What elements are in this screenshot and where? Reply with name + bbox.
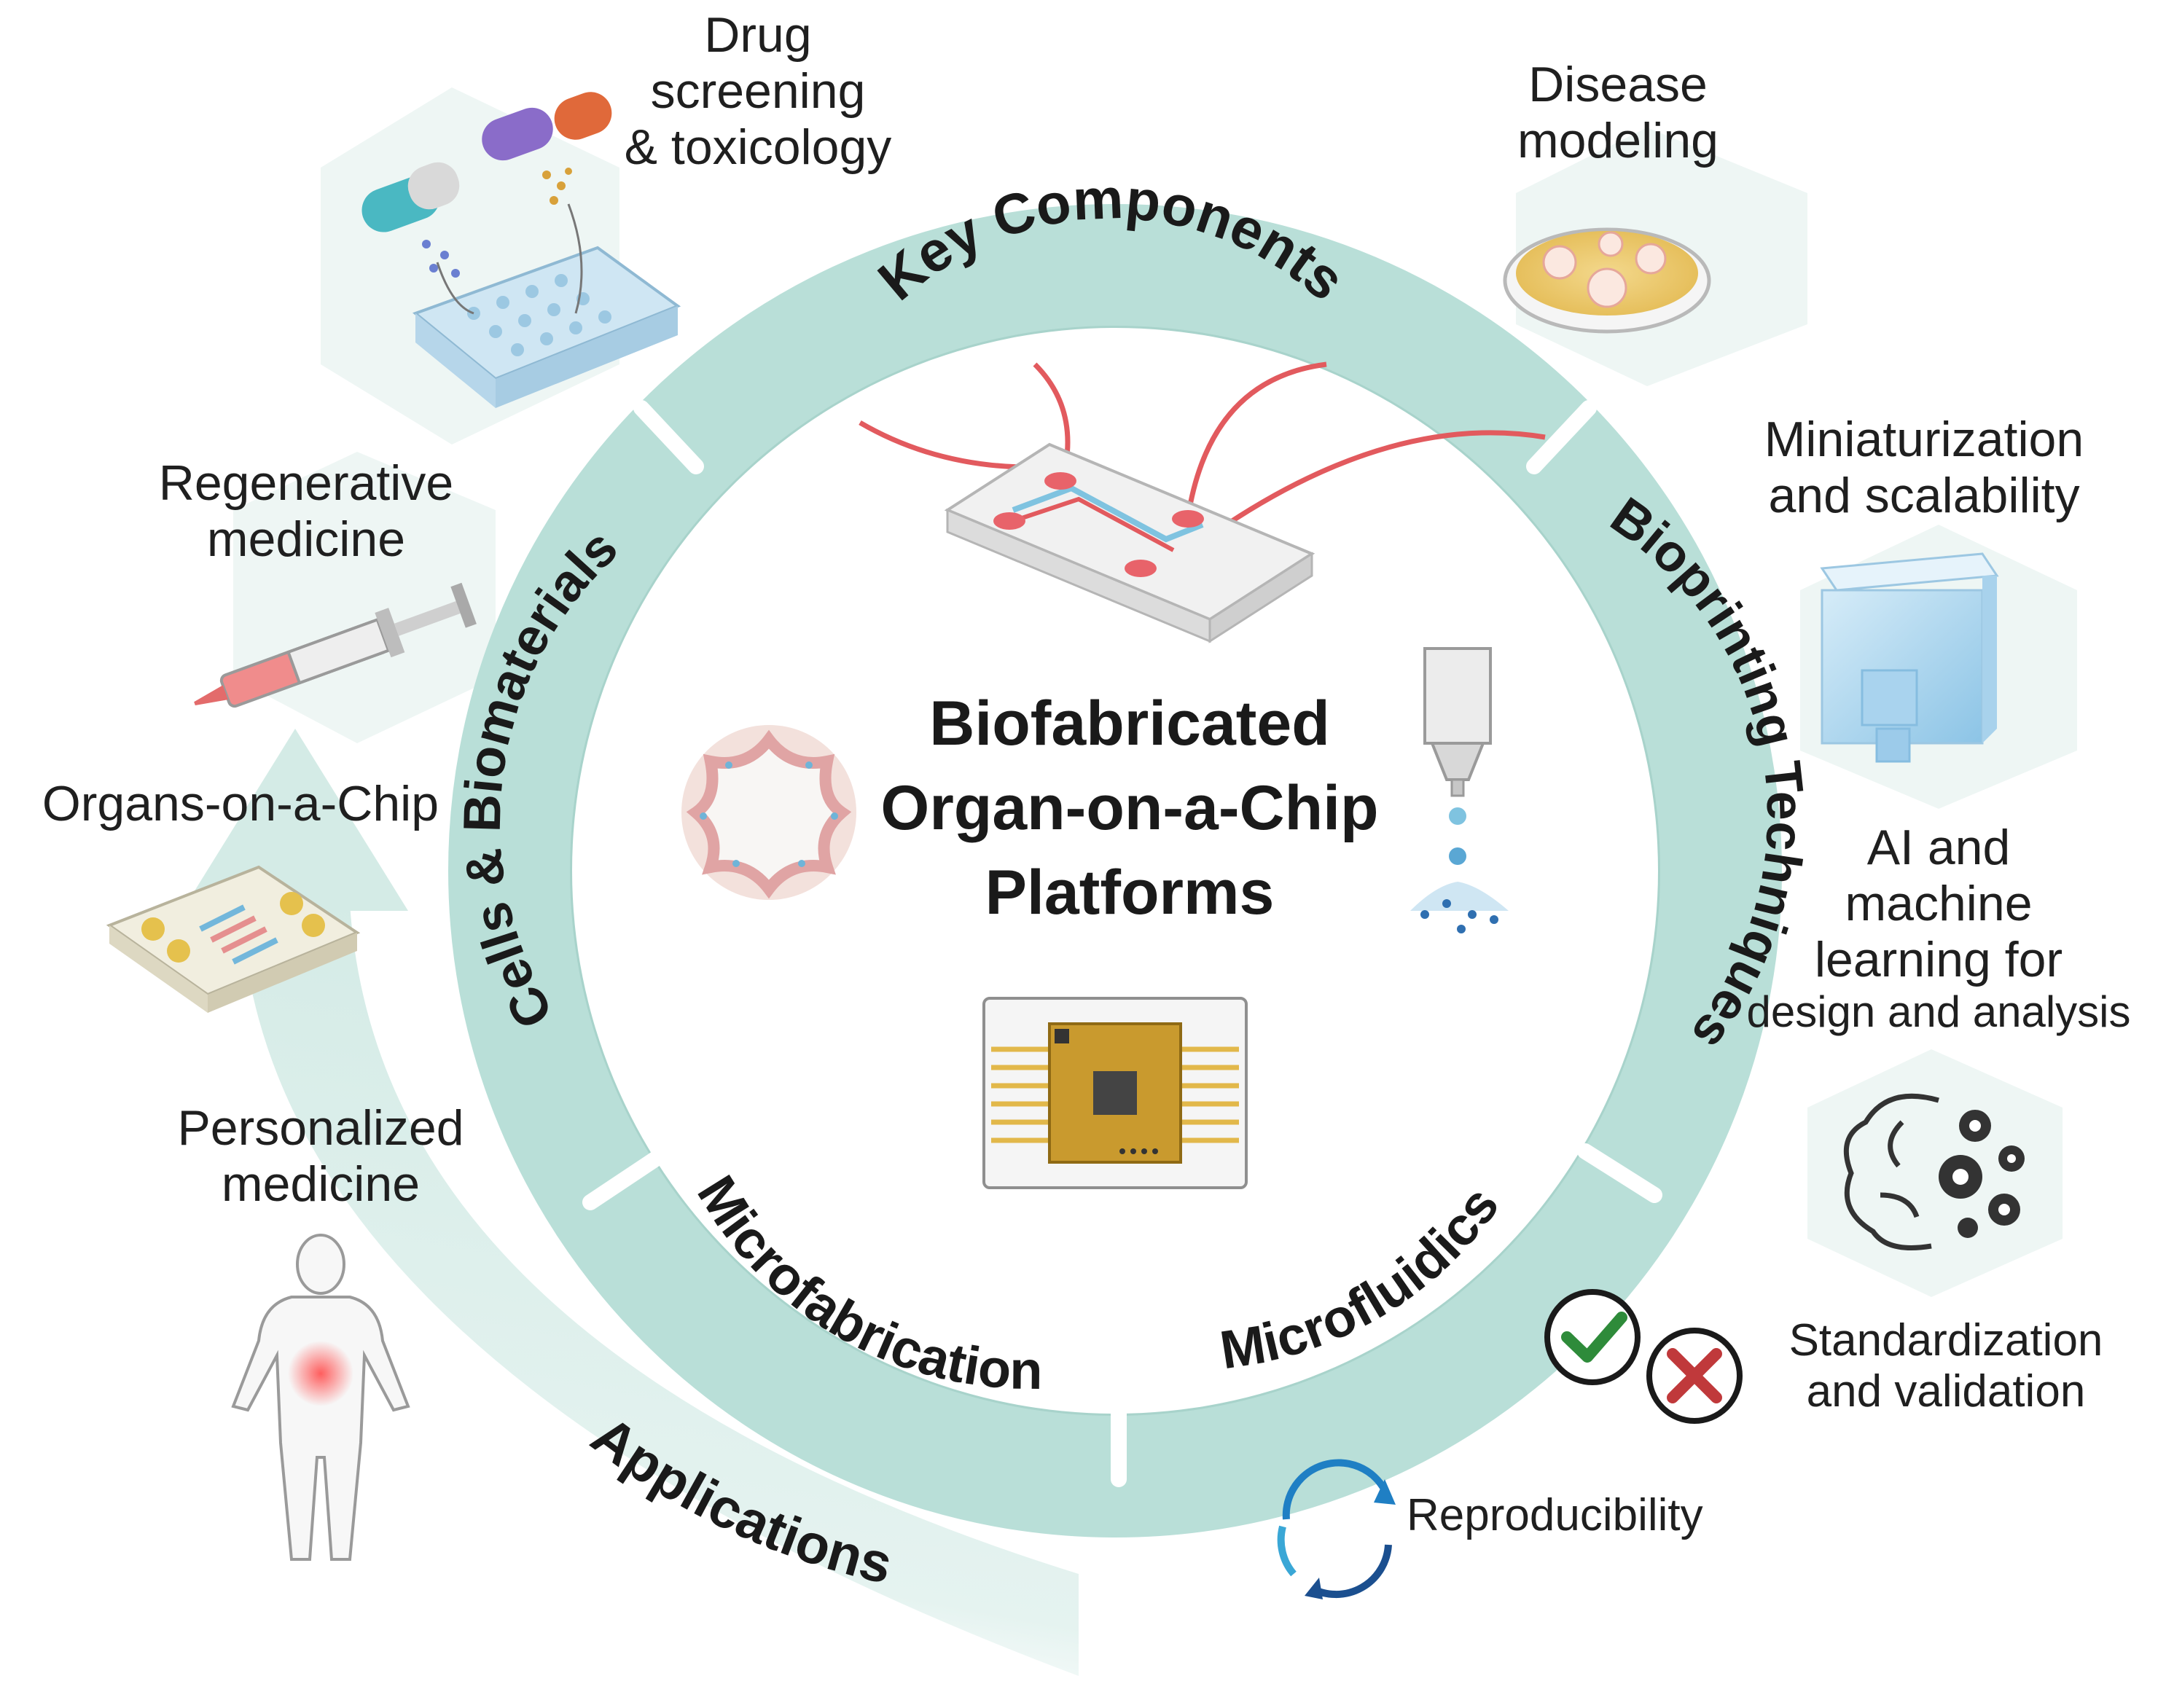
- label-organs-on-a-chip: Organs-on-a-Chip: [7, 776, 474, 832]
- label-line: machine: [1845, 875, 2033, 931]
- check-icon: [1544, 1289, 1641, 1385]
- label-line: Miniaturization: [1764, 412, 2084, 467]
- hexagon-ai: [1807, 1049, 2063, 1297]
- bioprinter-nozzle-icon: [1410, 647, 1509, 933]
- well-plate-icon: [413, 203, 681, 408]
- ooc-chip-icon: [106, 865, 361, 1013]
- pill-icon: [361, 92, 612, 278]
- label-line: screening: [650, 63, 866, 119]
- petri-dish-icon: [1503, 227, 1711, 334]
- cycle-icon: [1277, 1459, 1396, 1599]
- label-line: Standardization: [1788, 1315, 2103, 1366]
- label-line: Reproducibility: [1407, 1490, 1703, 1540]
- label-drug-screening: Drug screening & toxicology: [554, 7, 962, 175]
- center-title-line-2: Organ-on-a-Chip: [880, 773, 1379, 844]
- center-title-line-3: Platforms: [985, 858, 1275, 928]
- label-line: and scalability: [1768, 467, 2080, 523]
- syringe-icon: [194, 582, 477, 708]
- applications-arrow: [182, 729, 1079, 1676]
- label-line: Personalized: [177, 1100, 464, 1156]
- label-line: and validation: [1806, 1366, 2086, 1417]
- label-line: design and analysis: [1746, 987, 2131, 1037]
- label-disease-modeling: Disease modeling: [1450, 57, 1786, 169]
- brain-gears-icon: [1843, 1093, 2025, 1250]
- label-standardization: Standardization and validation: [1749, 1315, 2143, 1417]
- components-ring: [448, 204, 1782, 1537]
- human-body-icon: [231, 1234, 410, 1561]
- label-line: Regenerative: [158, 455, 454, 511]
- chip-device-icon: [859, 361, 1546, 643]
- circuit-chip-icon: [982, 997, 1248, 1189]
- center-title-line-1: Biofabricated: [929, 689, 1330, 759]
- label-line: Drug: [704, 7, 812, 63]
- label-line: modeling: [1517, 112, 1719, 168]
- label-line: medicine: [206, 511, 406, 567]
- organoid-icon: [681, 725, 856, 900]
- label-line: medicine: [221, 1156, 421, 1212]
- label-reproducibility: Reproducibility: [1407, 1490, 1749, 1541]
- label-line: Organs-on-a-Chip: [42, 776, 439, 831]
- label-line: & toxicology: [624, 119, 892, 175]
- label-line: Disease: [1528, 57, 1708, 112]
- label-miniaturization: Miniaturization and scalability: [1698, 412, 2150, 524]
- label-line: AI and: [1866, 820, 2011, 875]
- label-personalized-medicine: Personalized medicine: [131, 1100, 510, 1213]
- cross-icon: [1646, 1328, 1743, 1424]
- label-ai-machine-learning: AI and machine learning for design and a…: [1713, 820, 2165, 1037]
- label-line: learning for: [1814, 931, 2063, 987]
- label-regenerative-medicine: Regenerative medicine: [117, 455, 496, 568]
- cube-icon: [1820, 552, 1999, 763]
- center-title: Biofabricated Organ-on-a-Chip Platforms: [831, 681, 1428, 935]
